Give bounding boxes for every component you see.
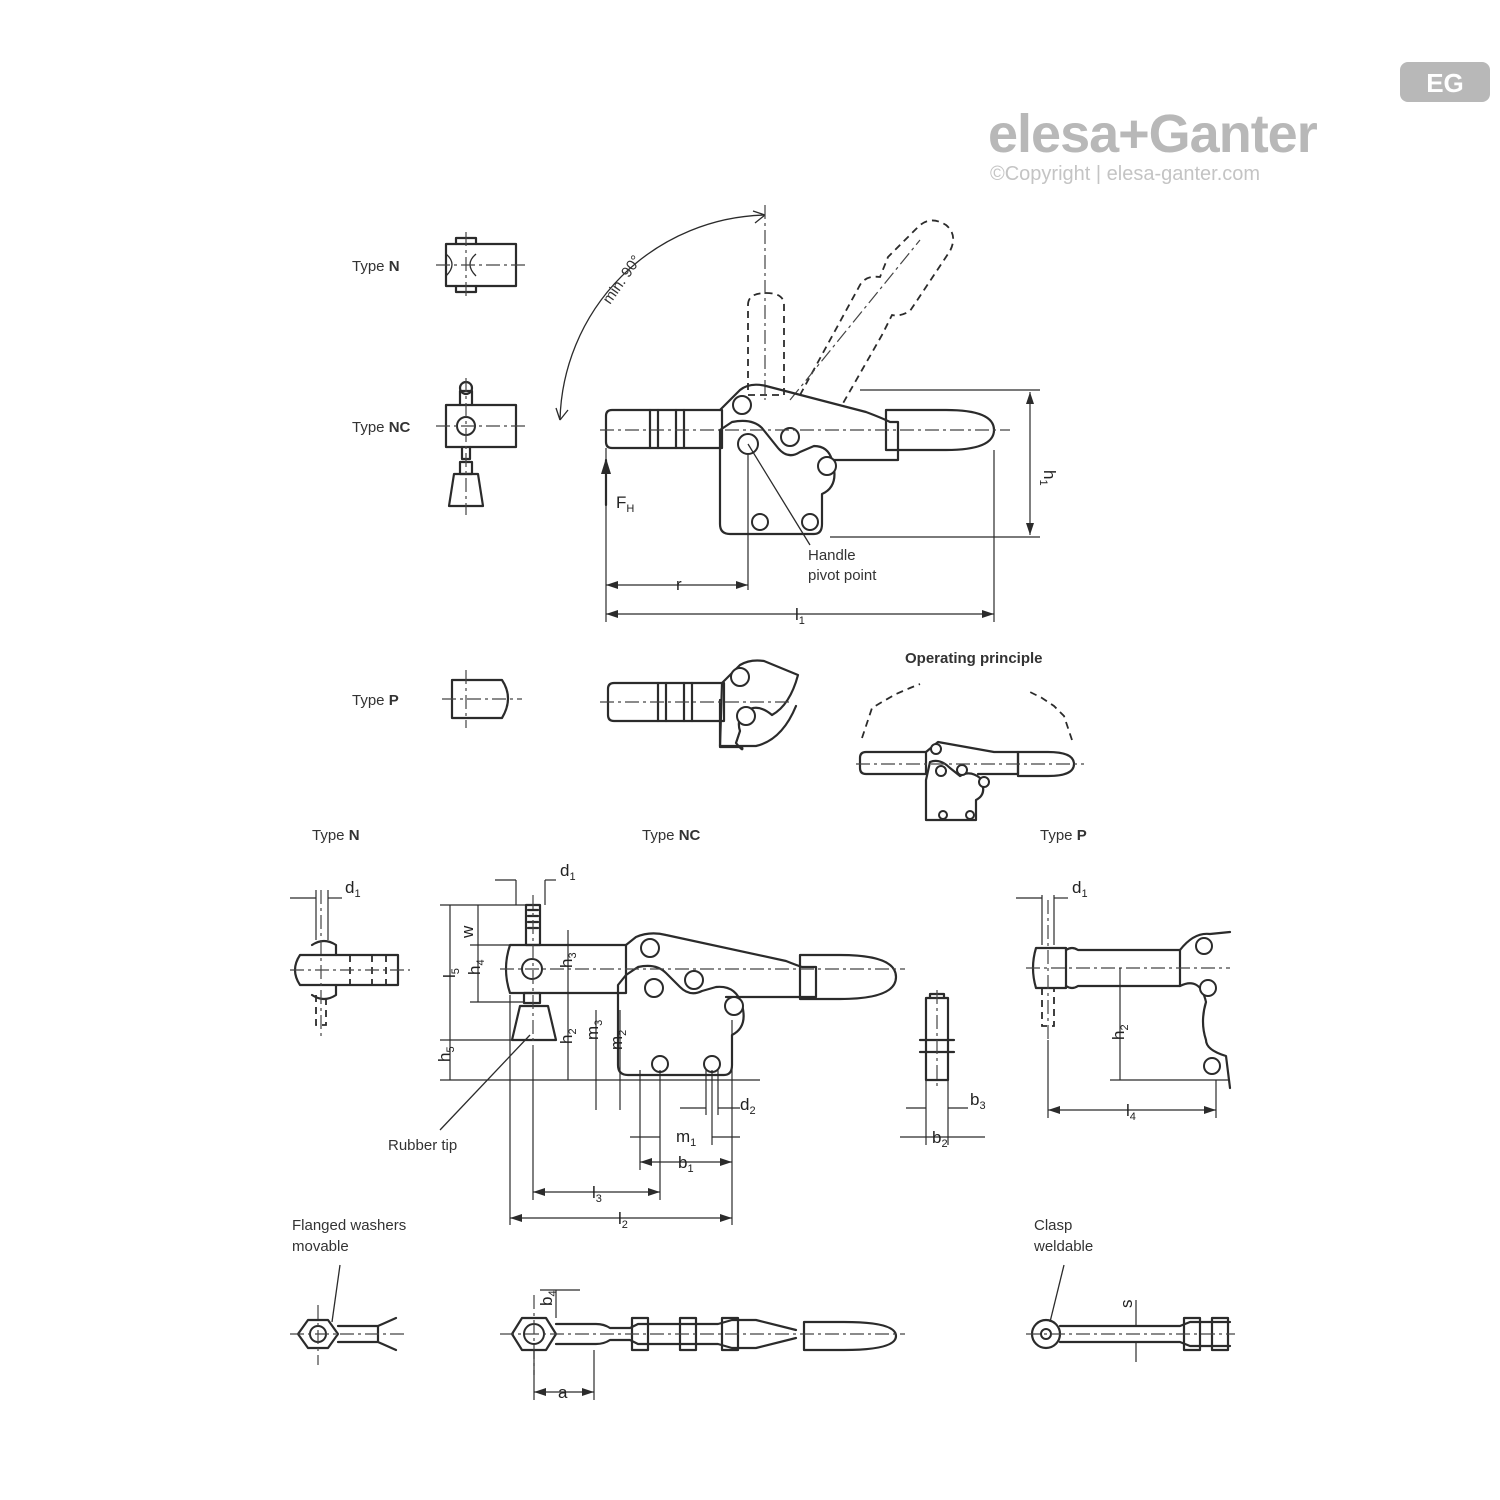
brand-copyright: ©Copyright | elesa-ganter.com — [990, 163, 1260, 185]
row2-type-n: Type N — [312, 827, 360, 844]
svg-text:m1: m1 — [676, 1127, 696, 1149]
brand-badge: EG — [1426, 68, 1464, 98]
brand-logo: EG elesa+Ganter ©Copyright | elesa-gante… — [988, 62, 1490, 185]
pivot-label-1: Handle — [808, 547, 856, 564]
svg-text:m2: m2 — [607, 1030, 629, 1050]
svg-text:l3: l3 — [592, 1183, 602, 1205]
force-label: FH — [616, 493, 634, 515]
svg-text:d1: d1 — [1072, 878, 1088, 900]
dim-h5: h5 — [435, 1046, 457, 1062]
dim-r: r — [676, 575, 682, 594]
type-nc-label: Type — [352, 419, 385, 436]
dim-d1-nc: d1 — [560, 861, 576, 883]
type-nc-side-view: w l5 h4 h5 d1 h3 h2 m3 m2 d2 m1 b1 — [388, 861, 905, 1231]
type-nc-code: NC — [389, 419, 411, 436]
flanged-label-1: Flanged washers — [292, 1217, 406, 1234]
type-p-clamp-view — [600, 659, 800, 751]
rubber-tip-label: Rubber tip — [388, 1137, 457, 1154]
type-p-side-view: d1 h2 l4 — [1016, 878, 1232, 1123]
dim-h4: h4 — [465, 959, 487, 975]
brand-wordmark: elesa+Ganter — [988, 104, 1318, 164]
type-n-code: N — [389, 258, 400, 275]
clasp-label-1: Clasp — [1034, 1217, 1072, 1234]
svg-text:Type NC: Type NC — [352, 419, 411, 436]
type-p-top: Type P — [352, 670, 522, 728]
dim-w: w — [458, 925, 477, 939]
svg-text:h2: h2 — [1109, 1024, 1131, 1040]
svg-text:d2: d2 — [740, 1095, 756, 1117]
type-n-side-view: d1 — [290, 878, 410, 1040]
dim-a: a — [558, 1383, 568, 1402]
svg-text:l2: l2 — [618, 1209, 628, 1231]
type-n-label: Type — [352, 258, 385, 275]
operating-principle: Operating principle — [856, 650, 1084, 822]
clasp-view: Clasp weldable s — [1026, 1217, 1235, 1362]
row2-type-p: Type P — [1040, 827, 1087, 844]
svg-text:l4: l4 — [1126, 1101, 1136, 1123]
flanged-label-2: movable — [292, 1238, 349, 1255]
dim-s: s — [1117, 1300, 1136, 1309]
svg-text:b3: b3 — [970, 1090, 986, 1112]
flanged-washers-view: Flanged washers movable — [290, 1217, 406, 1365]
end-view: b3 b2 — [900, 990, 986, 1150]
svg-text:d1: d1 — [345, 878, 361, 900]
svg-text:b1: b1 — [678, 1153, 694, 1175]
svg-text:Type N: Type N — [352, 258, 400, 275]
clasp-label-2: weldable — [1033, 1238, 1093, 1255]
type-p-label: Type — [352, 692, 385, 709]
svg-text:h2: h2 — [557, 1028, 579, 1044]
bottom-center-view: b4 a — [500, 1289, 905, 1402]
dim-l1: l1 — [795, 605, 805, 627]
main-clamp-view: min. 90° FH Handle pivot point — [555, 205, 1059, 627]
pivot-label-2: pivot point — [808, 567, 877, 584]
svg-text:m3: m3 — [583, 1020, 605, 1040]
type-p-code: P — [389, 692, 399, 709]
brand-badge-icon — [1400, 62, 1490, 102]
type-nc-top: Type NC — [352, 378, 526, 515]
angle-label: min. 90° — [599, 252, 645, 307]
row2-type-nc: Type NC — [642, 827, 701, 844]
operating-principle-title: Operating principle — [905, 650, 1043, 667]
type-n-top: Type N — [352, 232, 526, 298]
svg-text:h1: h1 — [1037, 470, 1059, 486]
svg-text:Type P: Type P — [352, 692, 399, 709]
svg-text:b2: b2 — [932, 1128, 948, 1150]
dim-l5: l5 — [440, 968, 462, 978]
svg-text:b4: b4 — [537, 1290, 559, 1306]
svg-text:h3: h3 — [557, 952, 579, 968]
